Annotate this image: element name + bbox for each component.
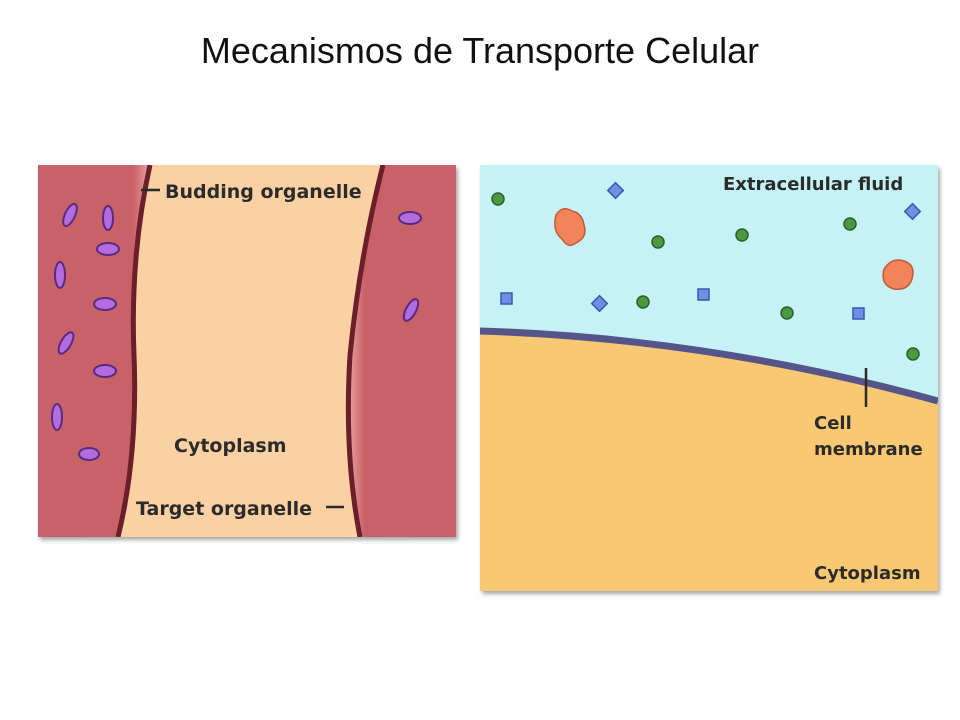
vesicle <box>102 205 114 231</box>
vesicle <box>402 298 420 322</box>
blue-square-molecules <box>500 288 865 320</box>
protein-molecules <box>554 208 914 291</box>
cell-membrane-line <box>480 327 938 405</box>
slide-title: Mecanismos de Transporte Celular <box>200 30 760 71</box>
budding-organelle-label: Budding organelle <box>165 181 362 203</box>
extracellular-fluid-label: Extracellular fluid <box>723 174 903 195</box>
vesicle <box>93 297 117 311</box>
vesicle <box>51 403 63 431</box>
cell-membrane-label-line2: membrane <box>814 439 923 460</box>
vesicle <box>54 261 66 289</box>
budding-organelle-diagram: Budding organelle Cytoplasm Target organ… <box>38 165 456 537</box>
cytoplasm-region <box>480 333 938 591</box>
vesicle <box>78 447 100 461</box>
budding-organelle-membrane <box>115 165 153 537</box>
cytoplasm-label-left: Cytoplasm <box>174 435 287 457</box>
molecule <box>906 347 920 361</box>
vesicles-left <box>51 202 120 461</box>
cell-membrane-diagram: Extracellular fluid Cell membrane Cytopl… <box>480 165 938 591</box>
blue-diamond-molecules <box>590 181 922 313</box>
cytoplasm-label-right: Cytoplasm <box>814 563 921 584</box>
budding-organelle-body <box>38 165 150 537</box>
vesicle <box>57 331 75 355</box>
cell-membrane-svg: Extracellular fluid Cell membrane Cytopl… <box>480 165 938 591</box>
protein <box>882 259 914 291</box>
vesicle <box>398 211 422 225</box>
molecule <box>903 202 922 221</box>
target-organelle-label: Target organelle <box>136 498 312 520</box>
molecule <box>852 307 865 320</box>
target-organelle-body <box>348 165 456 537</box>
cell-membrane-label-line1: Cell <box>814 413 852 434</box>
vesicle <box>93 364 117 378</box>
molecule <box>651 235 665 249</box>
molecule <box>735 228 749 242</box>
budding-diagram-svg: Budding organelle Cytoplasm Target organ… <box>38 165 456 537</box>
vesicle <box>96 242 120 256</box>
molecule <box>491 192 505 206</box>
vesicles-right <box>398 211 422 322</box>
molecule <box>780 306 794 320</box>
target-organelle-membrane <box>345 165 386 537</box>
molecule <box>636 295 650 309</box>
vesicle <box>62 202 78 228</box>
molecule <box>843 217 857 231</box>
protein <box>554 208 586 246</box>
molecule <box>697 288 710 301</box>
molecule <box>500 292 513 305</box>
molecule <box>606 181 625 200</box>
molecule <box>590 294 609 313</box>
green-molecules <box>491 192 920 361</box>
